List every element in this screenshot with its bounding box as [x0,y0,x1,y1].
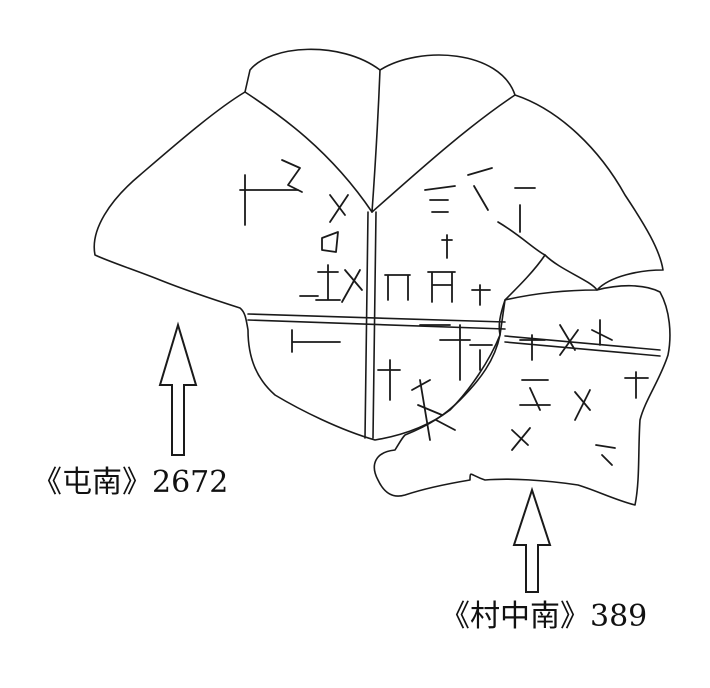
left-fragment-divider [371,69,381,213]
right-fragment-outline [373,284,671,506]
horizontal-channel [247,313,506,323]
fragment-label-right: 《村中南》389 [440,599,648,634]
horizontal-channel [247,319,506,330]
up-arrow-outline-icon [512,486,552,593]
left-fragment-divider [371,94,516,213]
up-arrow-outline-icon [158,321,198,456]
left-fragment-divider [244,91,373,213]
right-fragment-channel [504,335,661,351]
left-fragment-outline [93,48,664,441]
inscription-strokes [239,159,649,466]
vertical-channel [372,211,377,439]
vertical-channel [364,211,369,439]
left-fragment-divider [497,221,546,256]
fragment-label-left: 《屯南》2672 [32,465,229,500]
right-fragment-channel [504,341,661,357]
